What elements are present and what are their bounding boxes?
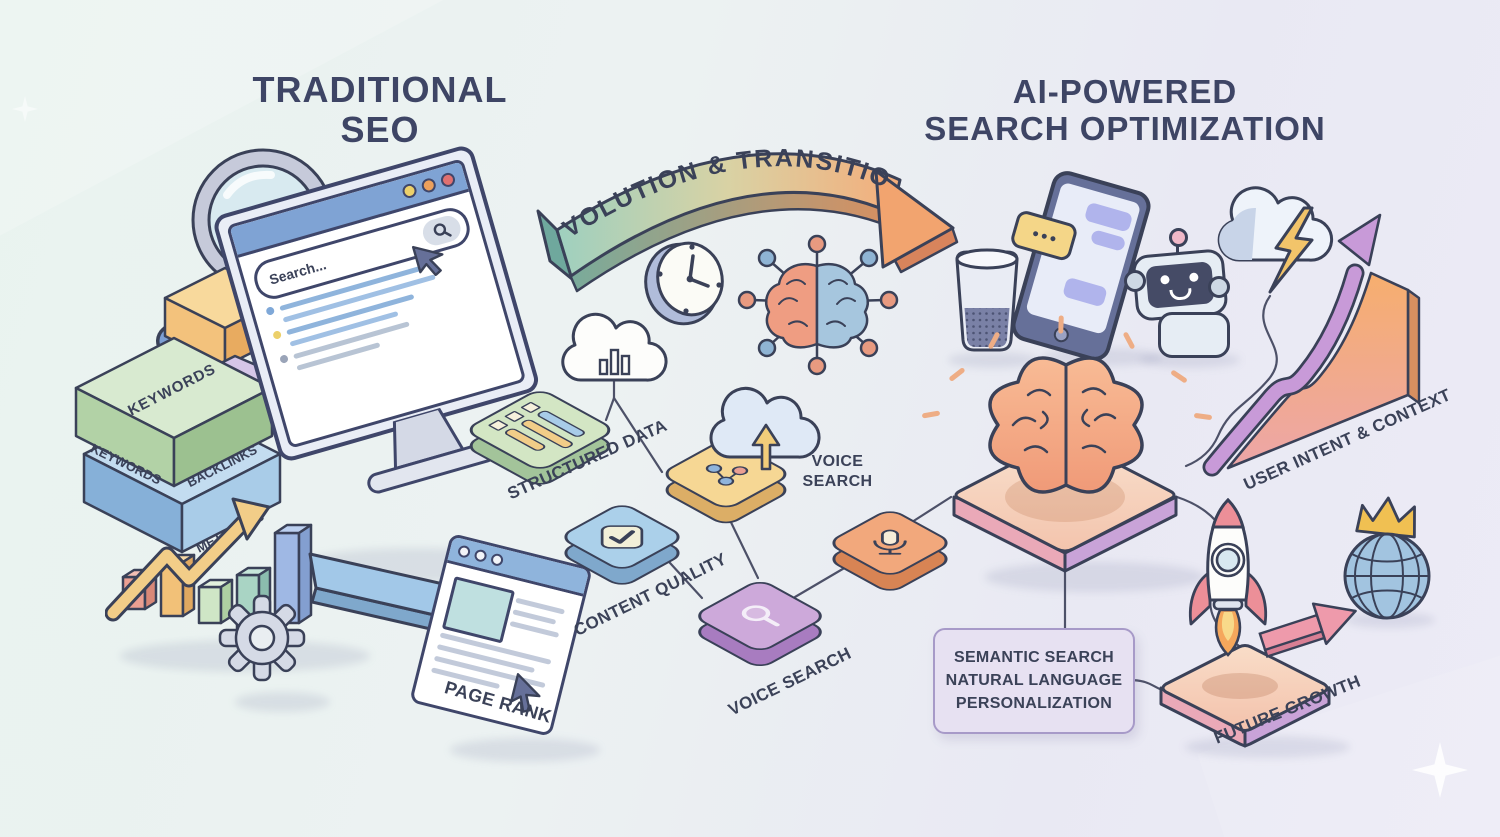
robot-body — [1158, 312, 1230, 358]
share-network-tile-icon — [658, 426, 794, 528]
brain-left-half — [765, 263, 819, 349]
gear-icon — [218, 594, 306, 682]
user-intent-chart-icon — [1202, 213, 1421, 477]
crown-icon — [1355, 496, 1416, 539]
shadow — [985, 562, 1205, 592]
monitor-frame: Search... — [211, 143, 542, 464]
upload-arrow — [751, 423, 781, 471]
smart-speaker-icon — [955, 248, 1019, 352]
lightning-bolt — [1268, 206, 1314, 294]
search-icon — [419, 212, 464, 249]
window-dot — [473, 548, 488, 563]
storm-cloud-icon — [1217, 186, 1334, 294]
globe-crown-icon — [1343, 496, 1431, 620]
cursor-icon — [510, 673, 541, 713]
cloud-analytics-icon — [561, 312, 668, 382]
structured-data-rows — [488, 401, 592, 458]
clock-icon — [644, 241, 724, 326]
title-traditional-seo: TRADITIONAL SEO — [252, 69, 508, 151]
robot-ear — [1124, 270, 1146, 292]
monitor-browser-icon: Search... — [207, 139, 582, 555]
robot-antenna-ball — [1169, 228, 1188, 247]
window-dot-yellow — [400, 182, 419, 200]
brain-right-half — [815, 263, 869, 349]
page-thumbnail — [441, 576, 516, 644]
title-ai-search: AI-POWERED SEARCH OPTIMIZATION — [924, 73, 1326, 147]
connector — [724, 510, 760, 580]
brain-network-icon — [737, 234, 899, 376]
search-placeholder: Search... — [267, 256, 328, 288]
chat-bubble — [1089, 229, 1127, 252]
chat-bubble — [1062, 276, 1108, 308]
personalization-line: PERSONALIZATION — [955, 695, 1113, 712]
evolution-transition-arrow: EVOLUTION & TRANSITION — [520, 95, 959, 293]
robot-icon — [1124, 228, 1238, 358]
arrowhead — [874, 169, 955, 269]
content-quality-check-icon — [556, 491, 688, 589]
chart-area — [1226, 271, 1410, 470]
window-dot-red — [439, 171, 457, 189]
cursor-icon — [411, 245, 444, 277]
ai-brain-icon — [988, 356, 1144, 494]
monitor-stand — [367, 406, 496, 494]
connector — [612, 396, 664, 474]
connector — [910, 495, 953, 524]
window-dot — [456, 544, 472, 559]
microphone-tile-icon — [824, 497, 956, 595]
shadow — [450, 738, 600, 762]
natural-language-line: NATURAL LANGUAGE — [945, 672, 1123, 689]
shadow — [1185, 736, 1350, 758]
search-bar: Search... — [249, 203, 475, 304]
voice-magnifier-tile-icon — [690, 567, 830, 671]
growth-arrow-icon — [1258, 602, 1357, 659]
semantic-features-box: SEMANTIC SEARCH NATURAL LANGUAGE PERSONA… — [933, 628, 1135, 734]
window-dot-orange — [420, 176, 438, 195]
shadow — [1345, 612, 1435, 628]
chart-arrowhead — [1337, 213, 1382, 267]
browser-window: Search... — [226, 158, 527, 449]
shadow — [235, 692, 330, 712]
robot-ear — [1208, 276, 1230, 298]
chat-bubble — [1083, 201, 1134, 233]
semantic-search-line: SEMANTIC SEARCH — [953, 649, 1115, 666]
window-dot — [489, 552, 505, 568]
page-rank-window-icon — [409, 532, 593, 738]
zigzag-arrow — [105, 497, 271, 622]
voice-search-caption: VOICE SEARCH — [802, 453, 873, 490]
connector — [1184, 294, 1278, 468]
rocket-icon — [1159, 497, 1357, 748]
cloud-upload-icon — [709, 386, 821, 471]
shadow — [948, 352, 1038, 368]
